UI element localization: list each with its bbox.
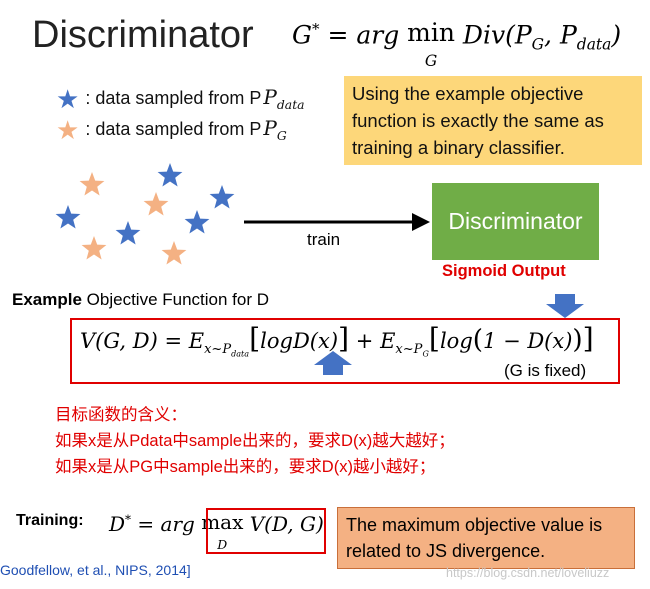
v-formula: V(G, D) = Ex~Pdata[logD(x)] + Ex~PG[log(… bbox=[80, 322, 594, 359]
train-arrow bbox=[244, 213, 430, 231]
training-label: Training: bbox=[16, 512, 84, 529]
train-label: train bbox=[307, 230, 341, 249]
orange-star-icon bbox=[79, 172, 105, 196]
max-highlight-box bbox=[206, 508, 326, 554]
example-heading: Example Objective Function for D bbox=[12, 290, 270, 309]
slide-title: Discriminator bbox=[32, 14, 254, 56]
chinese-line-3: 如果x是从PG中sample出来的，要求D(x)越小越好； bbox=[55, 458, 436, 476]
sigmoid-output-label: Sigmoid Output bbox=[442, 262, 566, 280]
g-fixed-note: (G is fixed) bbox=[504, 361, 587, 380]
orange-star-icon bbox=[81, 236, 107, 260]
js-divergence-note: The maximum objective value is related t… bbox=[337, 507, 635, 569]
blue-star-icon bbox=[157, 163, 183, 187]
up-arrow-icon bbox=[314, 351, 352, 375]
blue-star-icon bbox=[209, 185, 235, 209]
down-arrow-icon bbox=[546, 294, 584, 318]
classifier-note: Using the example objective function is … bbox=[344, 76, 642, 165]
orange-star-icon: ★ bbox=[56, 114, 80, 145]
chinese-line-2: 如果x是从Pdata中sample出来的，要求D(x)越大越好； bbox=[55, 432, 455, 450]
discriminator-box: Discriminator bbox=[432, 183, 599, 260]
watermark: https://blog.csdn.net/loveliuzz bbox=[446, 566, 610, 580]
orange-star-icon bbox=[143, 192, 169, 216]
blue-star-icon bbox=[55, 205, 81, 229]
chinese-line-1: 目标函数的含义： bbox=[55, 406, 187, 424]
citation: Goodfellow, et al., NIPS, 2014] bbox=[0, 562, 191, 578]
blue-star-icon bbox=[115, 221, 141, 245]
orange-star-icon bbox=[161, 241, 187, 265]
star-scatter bbox=[55, 163, 235, 265]
blue-star-icon bbox=[184, 210, 210, 234]
blue-star-icon: ★ bbox=[56, 83, 80, 114]
objective-box bbox=[70, 318, 620, 384]
